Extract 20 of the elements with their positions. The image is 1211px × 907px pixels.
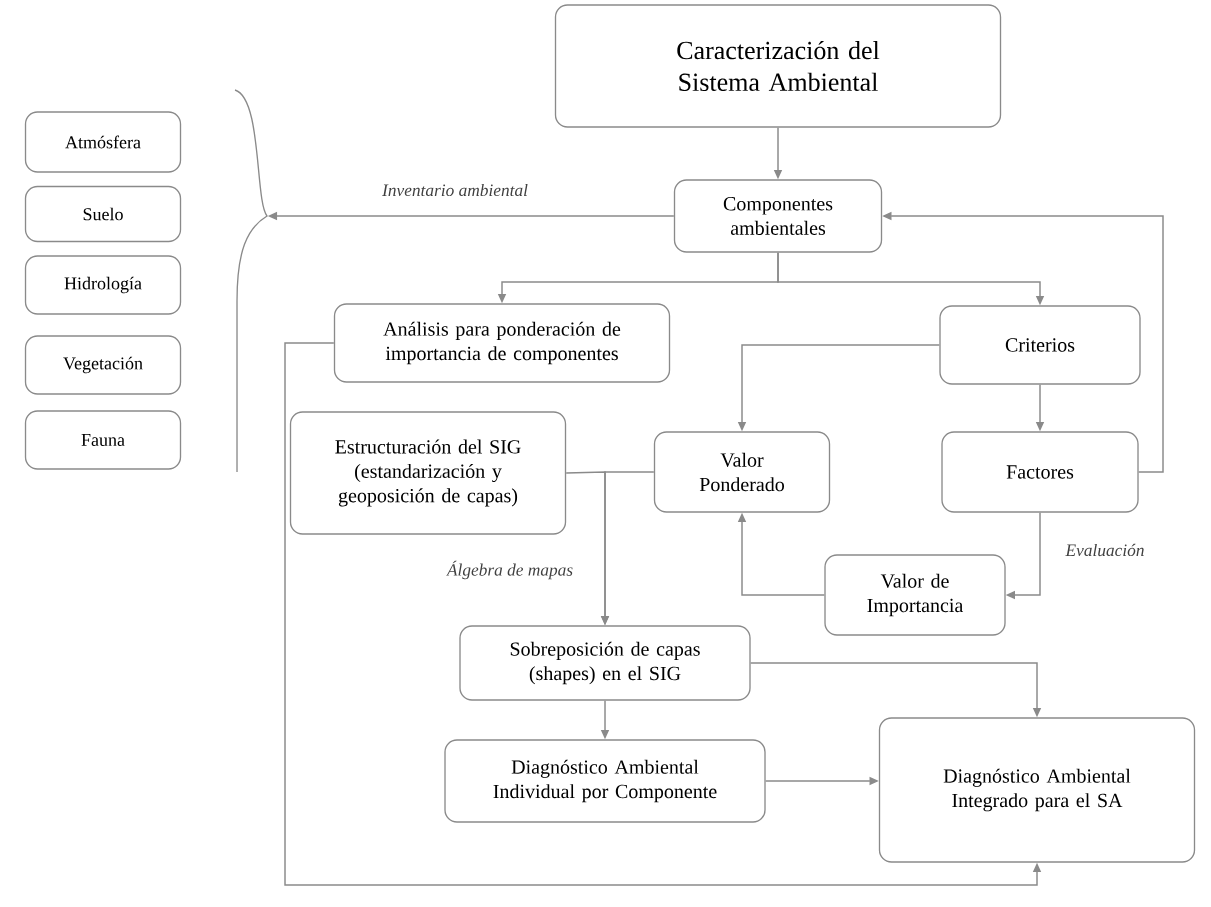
edge-label: Inventario ambiental (380, 182, 530, 198)
process-box: Análisis para ponderación de importancia de componentes (333, 303, 671, 383)
process-box: Fauna (24, 410, 182, 470)
process-box: Diagnóstico Ambiental Integrado para el SA (878, 717, 1196, 863)
process-box: Vegetación (24, 335, 182, 395)
brace (234, 89, 268, 473)
process-box: Suelo (24, 185, 182, 243)
process-box: Sobreposición de capas (shapes) en el SIG (459, 625, 751, 701)
process-box: Factores (941, 431, 1139, 513)
process-box: Diagnóstico Ambiental Individual por Componente (444, 739, 766, 823)
process-box: Caracterización del Sistema Ambiental (554, 4, 1002, 128)
edge-label: Álgebra de mapas (445, 559, 575, 581)
process-box: Valor Ponderado (653, 431, 831, 513)
process-box: Estructuración del SIG (estandarización y geoposición de capas) (289, 411, 567, 535)
process-box: Componentes ambientales (673, 179, 883, 253)
edge-label: Evaluación (1064, 542, 1146, 558)
process-box: Valor de Importancia (824, 554, 1006, 636)
process-box: Criterios (939, 305, 1141, 385)
process-box: Atmósfera (24, 111, 182, 173)
process-box: Hidrología (24, 255, 182, 315)
